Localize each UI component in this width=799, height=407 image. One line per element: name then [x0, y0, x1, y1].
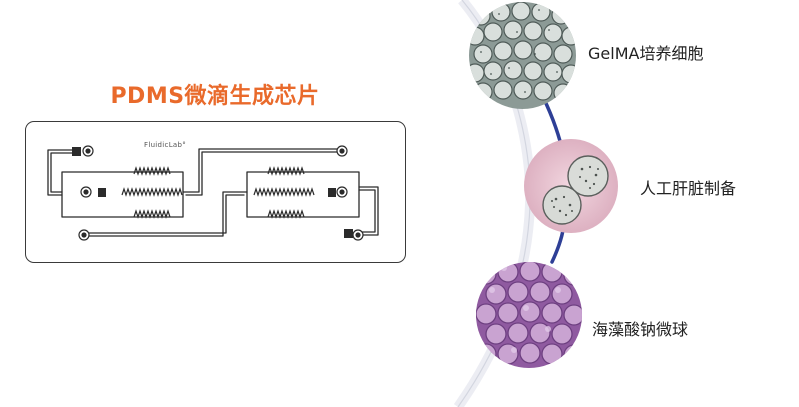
- application-label-gelma: GelMA培养细胞: [588, 44, 704, 63]
- alginate-microsphere-micrograph: [476, 262, 582, 368]
- application-label-alginate: 海藻酸钠微球: [592, 320, 689, 339]
- artificial-liver-micrograph: [524, 139, 618, 233]
- chip-schematic: FluidicLab°: [25, 121, 406, 263]
- application-label-liver: 人工肝脏制备: [640, 179, 737, 198]
- chip-logo: FluidicLab°: [144, 141, 187, 149]
- gelma-cell-micrograph: [469, 2, 576, 109]
- chip-title: PDMS微滴生成芯片: [110, 84, 320, 109]
